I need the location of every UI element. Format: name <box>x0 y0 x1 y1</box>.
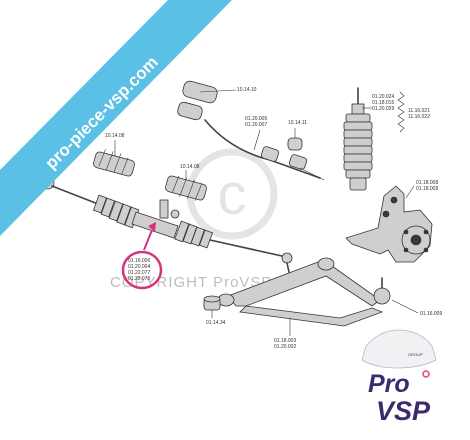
bush-01-14-34 <box>203 295 221 318</box>
label-01-18-003-text: 01.18.003 <box>274 338 296 344</box>
rack-mount-stud <box>170 209 180 219</box>
highlight-code-4: 01.22.076 <box>128 276 150 282</box>
label-01-20-002: 01.20.002 <box>274 344 296 350</box>
label-11-16-021: 11.16.021 <box>408 108 430 114</box>
label-10-14-08-left: 10.14.08 <box>105 133 125 139</box>
label-01-20-024: 01.20.024 <box>372 94 394 100</box>
label-01-16-009: 01.16.009 <box>420 311 442 317</box>
highlight-code-3: 01.22.077 <box>128 270 150 276</box>
label-11-16-022: 11.16.022 <box>408 114 430 120</box>
label-01-20-005: 01.20.005 <box>245 116 267 122</box>
shock-absorber <box>343 87 373 191</box>
logo-car-silhouette <box>361 329 437 369</box>
tie-rod-end-right-stud <box>286 262 290 273</box>
label-01-18-015: 01.18.015 <box>372 100 394 106</box>
leader-01-16-009 <box>391 299 419 314</box>
silent-bloc-10-14-10 <box>177 80 237 121</box>
label-01-14-34: 01.14.34 <box>206 320 226 326</box>
highlight-arrow-head <box>148 222 156 232</box>
label-01-20-029: 01.20.029 <box>372 106 394 112</box>
label-10-14-11: 10.14.11 <box>288 120 307 126</box>
tie-rod-end-right-ball <box>281 252 293 264</box>
highlight-group: 01.16.006 01.20.004 01.22.077 01.22.076 <box>121 222 163 290</box>
highlight-code-1: 01.16.006 <box>128 258 150 264</box>
label-01-20-007: 01.20.007 <box>245 122 267 128</box>
boot-10-14-11 <box>287 128 303 151</box>
label-01-18-009: 01.18.009 <box>416 186 438 192</box>
clip-spring-11-16-021 <box>397 91 405 133</box>
logo-accent-ring <box>422 370 430 378</box>
bush-10-14-08-mid <box>165 175 207 201</box>
highlight-code-2: 01.20.004 <box>128 264 150 270</box>
cable-01-20-005 <box>204 119 325 181</box>
tie-rod-left-shaft <box>51 185 99 205</box>
bush-10-14-08-left <box>93 149 135 177</box>
hub-carrier <box>345 185 433 263</box>
label-10-14-10: 10.14.10 <box>237 87 257 93</box>
label-01-18-008: 01.18.008 <box>416 180 438 186</box>
logo-group-tag: GROUP <box>408 352 423 357</box>
highlight-circle <box>121 250 163 290</box>
lower-wishbone <box>217 257 391 336</box>
highlight-arrow-shaft <box>143 229 153 251</box>
rack-pinion-housing <box>159 199 169 219</box>
leader-01-18-008 <box>405 185 415 199</box>
copyright-c-glyph: c <box>218 162 247 227</box>
label-10-14-08-mid: 10.14.08 <box>180 164 200 170</box>
site-banner-ribbon <box>0 0 232 236</box>
logo-bottom-word: VSP <box>376 396 431 426</box>
logo-top-word: Pro <box>368 370 410 398</box>
provsp-logo: GROUP Pro VSP <box>361 329 437 426</box>
tie-rod-right-shaft <box>209 239 283 257</box>
